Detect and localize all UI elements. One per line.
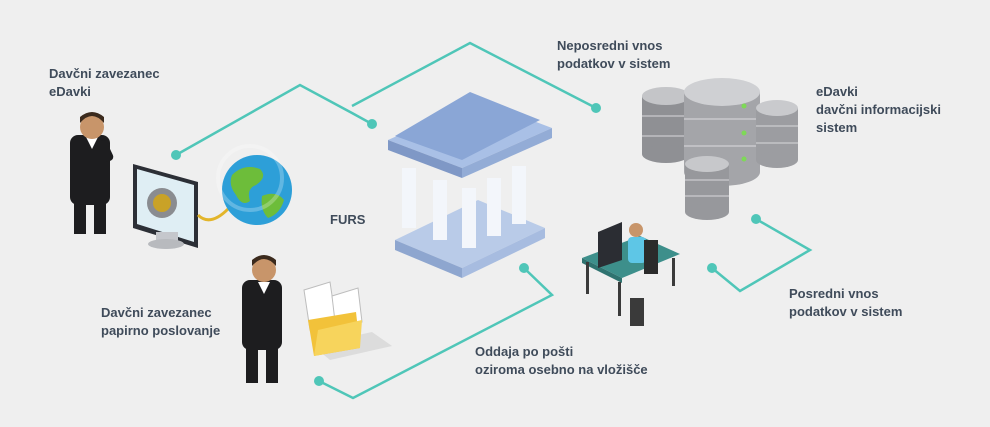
connector-edavki-to-furs	[175, 83, 373, 157]
label-indirect-entry: Posredni vnos podatkov v sistem	[789, 286, 903, 319]
furs-building-icon	[388, 92, 552, 278]
monitor-lock-icon	[133, 164, 230, 249]
database-servers-icon	[642, 78, 798, 220]
label-paper-taxpayer: Davčni zavezanec papirno poslovanje	[101, 305, 221, 338]
connector-dots	[171, 103, 761, 386]
person-taxpayer-edavki-icon	[70, 112, 114, 234]
label-direct-entry: Neposredni vnos podatkov v sistem	[557, 38, 671, 71]
connectors	[175, 41, 813, 400]
person-taxpayer-paper-icon	[242, 255, 282, 383]
office-workstation-icon	[582, 222, 680, 326]
connector-post	[318, 267, 555, 400]
globe-icon	[216, 144, 292, 225]
connector-posredni	[711, 217, 813, 293]
connector-direct-entry	[351, 41, 597, 110]
label-edavki-taxpayer: Davčni zavezanec eDavki	[49, 66, 160, 99]
paper-folder-icon	[303, 281, 392, 360]
label-edavki-system: eDavki davčni informacijski sistem	[816, 84, 941, 135]
label-mail-submission: Oddaja po pošti oziroma osebno na vložiš…	[475, 344, 648, 377]
label-furs: FURS	[330, 212, 366, 227]
